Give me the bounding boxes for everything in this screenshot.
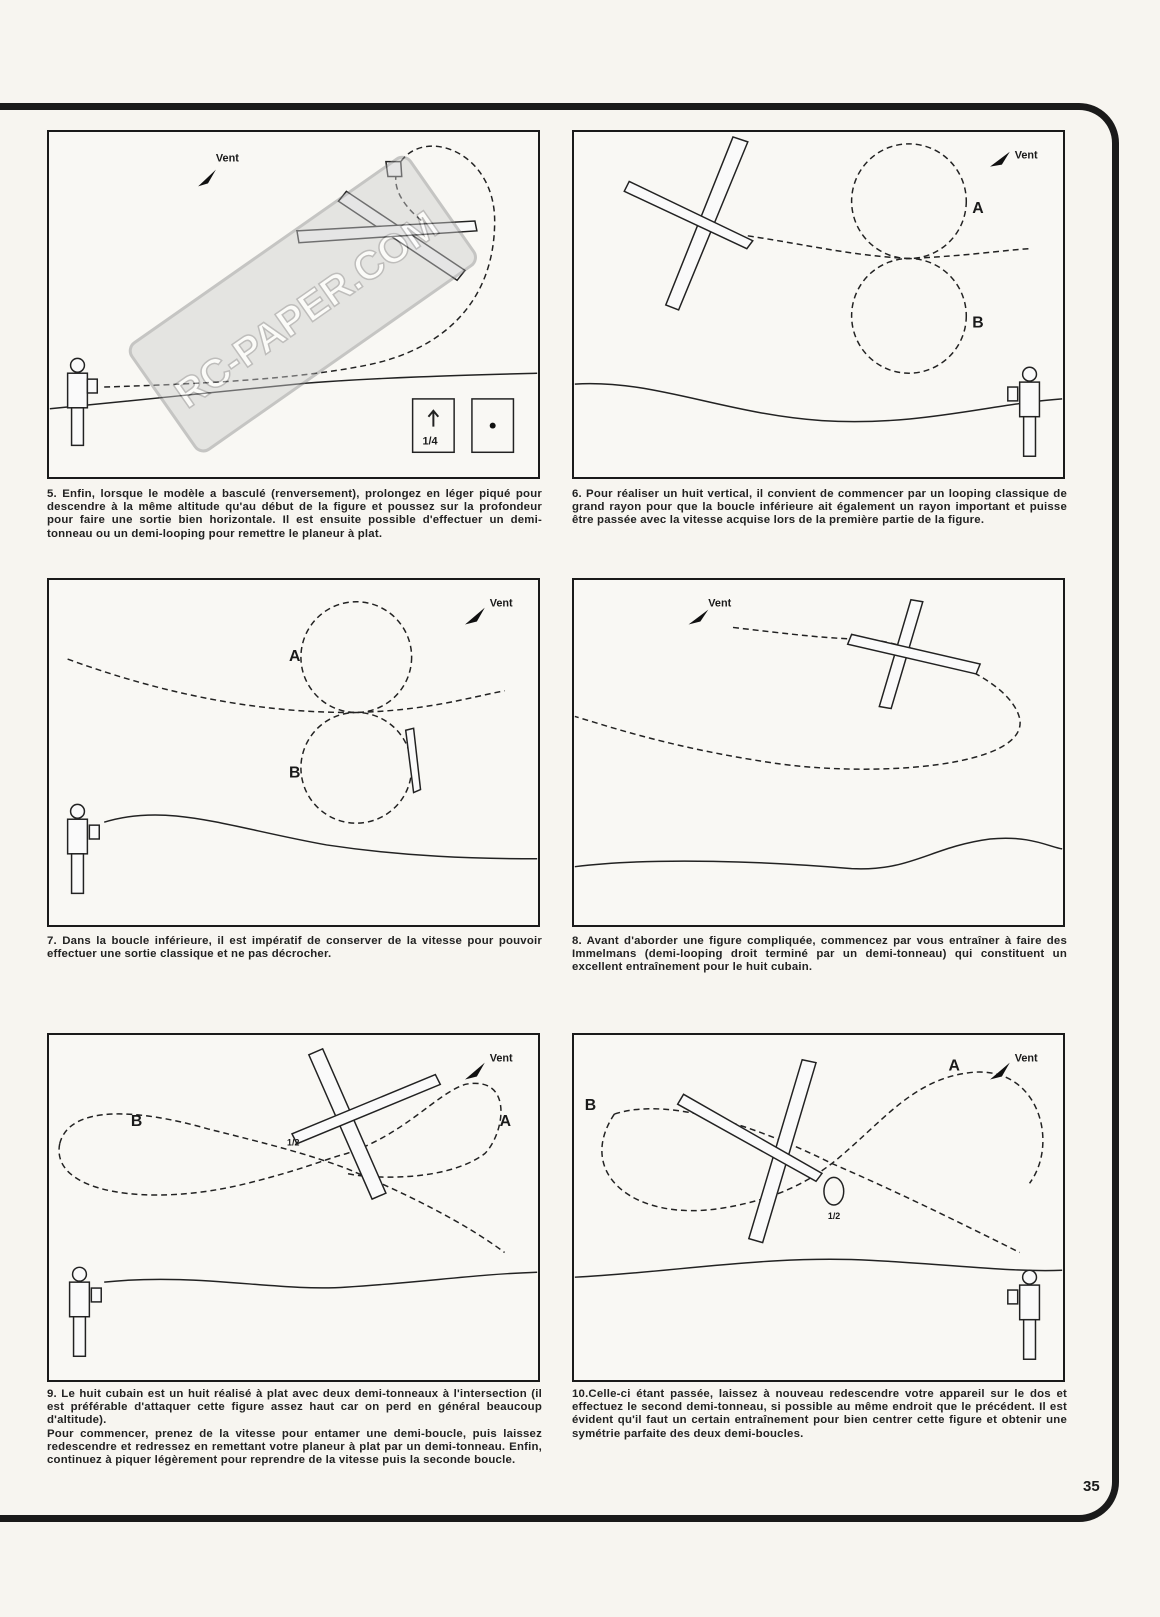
illustration-7: Vent A B	[66, 598, 538, 895]
figure-panel-10: Vent A B 1/2	[572, 1033, 1065, 1382]
wind-arrow-icon	[465, 607, 485, 625]
svg-text:1/2: 1/2	[828, 1211, 840, 1221]
caption-10: 10.Celle-ci étant passée, laissez à nouv…	[572, 1388, 1067, 1440]
figure-panel-5: Vent 1/4	[47, 130, 540, 479]
illustration-6: Vent A B	[574, 136, 1063, 457]
svg-text:A: A	[948, 1058, 959, 1075]
svg-text:1/4: 1/4	[423, 435, 438, 447]
pilot-figure	[66, 357, 99, 447]
illustration-8: Vent	[574, 598, 1063, 870]
svg-text:Vent: Vent	[490, 598, 513, 610]
caption-6: 6. Pour réaliser un huit vertical, il co…	[572, 488, 1067, 527]
svg-text:Vent: Vent	[216, 153, 239, 165]
wind-arrow-icon	[198, 169, 216, 187]
wind-arrow-icon	[465, 1062, 485, 1080]
svg-text:Vent: Vent	[1015, 150, 1038, 162]
svg-text:B: B	[585, 1097, 596, 1114]
illustration-5: Vent 1/4	[49, 145, 538, 454]
pilot-figure	[68, 1266, 102, 1358]
pilot-figure	[1007, 1269, 1041, 1360]
pilot-figure	[1007, 366, 1041, 457]
pilot-figure	[66, 803, 100, 895]
svg-text:Vent: Vent	[708, 598, 731, 610]
svg-text:A: A	[500, 1113, 511, 1130]
page-border	[0, 103, 1119, 1522]
svg-text:B: B	[972, 315, 983, 332]
page-number: 35	[1083, 1478, 1100, 1495]
caption-7: 7. Dans la boucle inférieure, il est imp…	[47, 935, 542, 961]
wind-arrow-icon	[990, 1062, 1010, 1080]
caption-8: 8. Avant d'aborder une figure compliquée…	[572, 935, 1067, 974]
svg-text:A: A	[972, 200, 983, 217]
svg-text:Vent: Vent	[490, 1053, 513, 1065]
caption-9: 9. Le huit cubain est un huit réalisé à …	[47, 1388, 542, 1467]
svg-text:B: B	[289, 765, 300, 782]
figure-panel-8: Vent	[572, 578, 1065, 927]
figure-panel-6: Vent A B	[572, 130, 1065, 479]
figure-panel-9: Vent A B 1/2	[47, 1033, 540, 1382]
svg-text:B: B	[131, 1113, 142, 1130]
svg-text:Vent: Vent	[1015, 1053, 1038, 1065]
wind-arrow-icon	[990, 151, 1010, 167]
svg-text:1/2: 1/2	[287, 1138, 299, 1148]
figure-panel-7: Vent A B	[47, 578, 540, 927]
wind-arrow-icon	[688, 609, 709, 625]
caption-5: 5. Enfin, lorsque le modèle a basculé (r…	[47, 488, 542, 540]
illustration-10: Vent A B 1/2	[574, 1053, 1063, 1360]
illustration-9: Vent A B 1/2	[58, 1047, 538, 1358]
svg-text:A: A	[289, 648, 300, 665]
